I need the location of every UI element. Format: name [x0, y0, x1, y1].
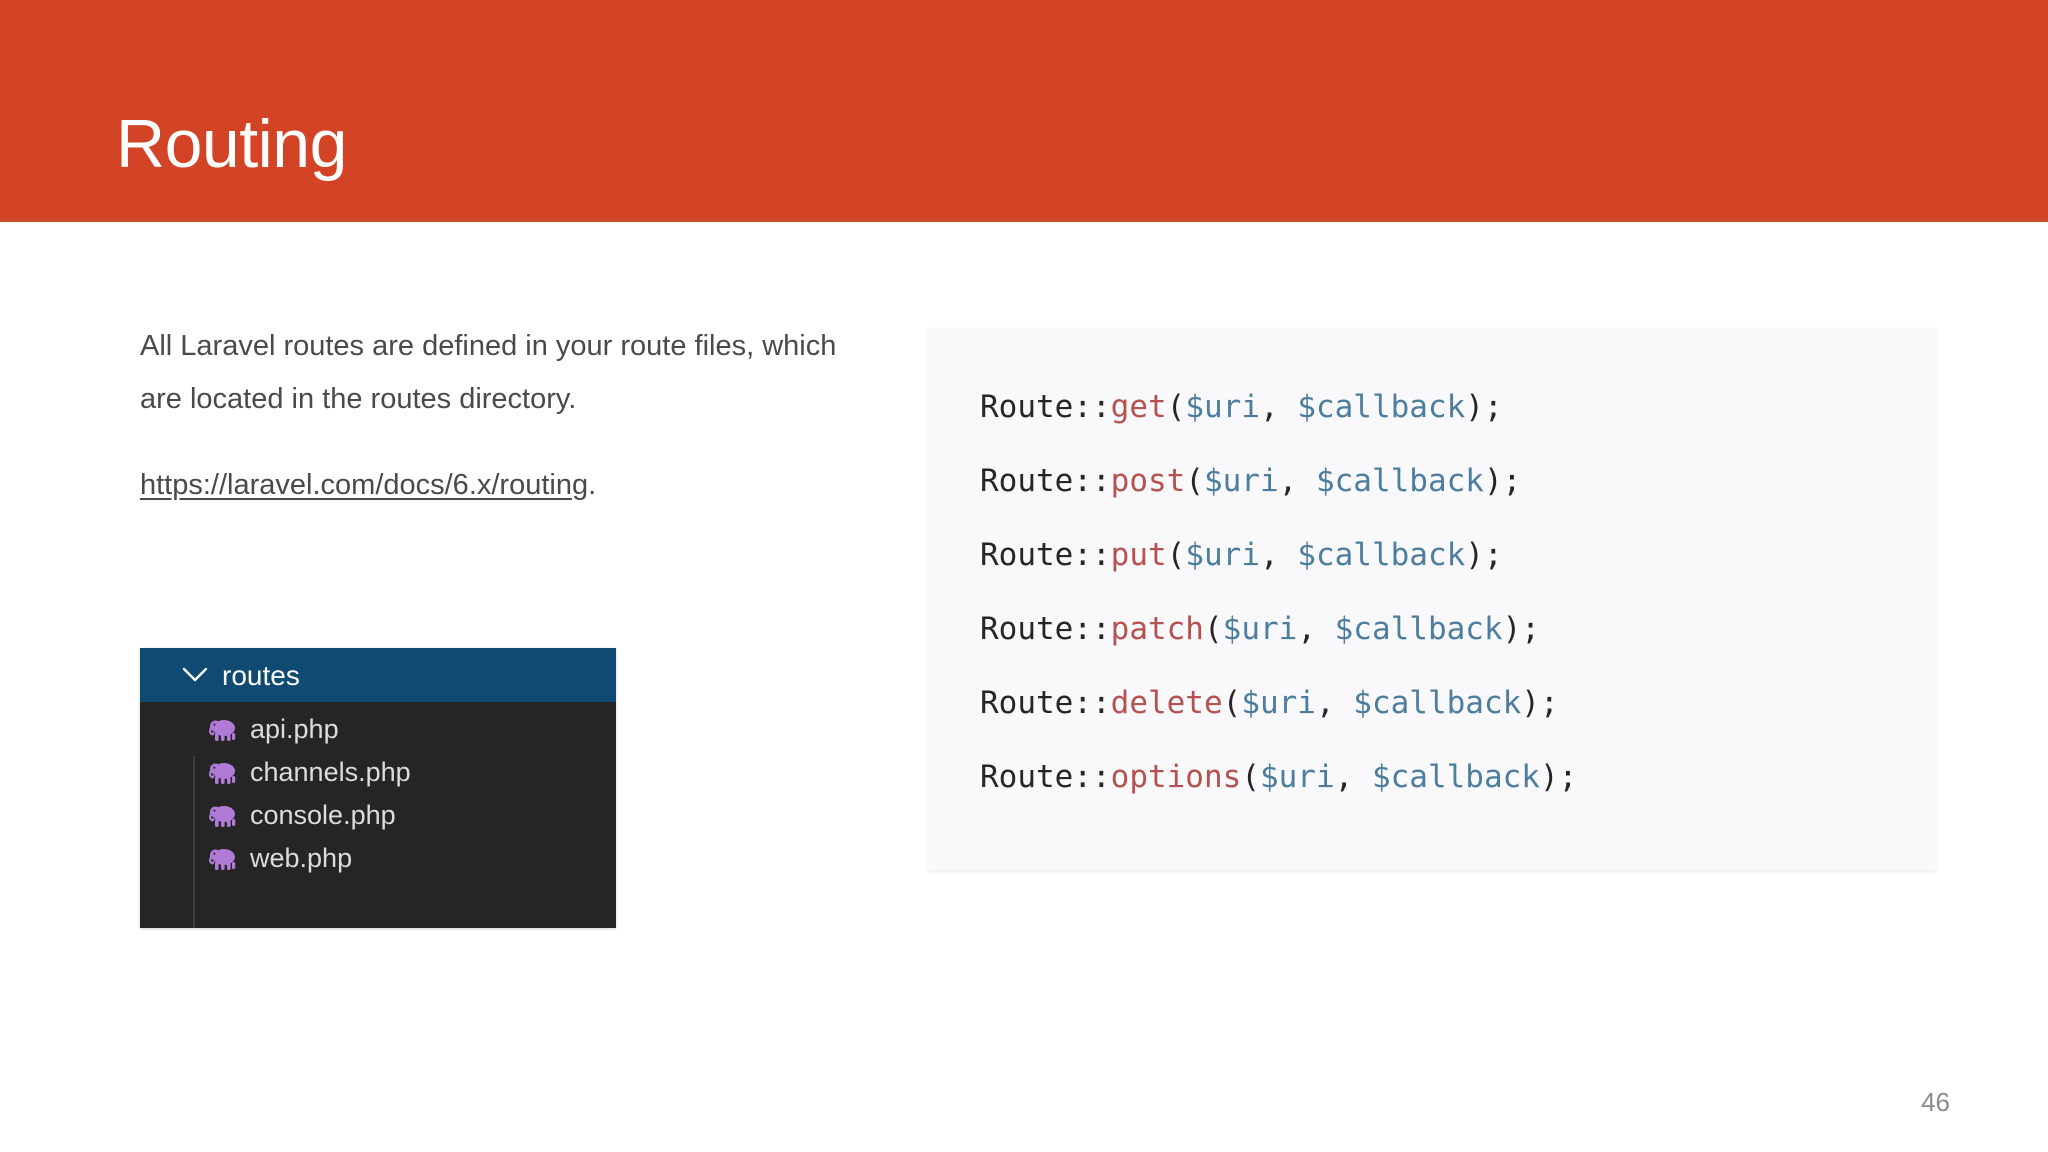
documentation-link-period: .	[588, 469, 597, 501]
documentation-link[interactable]: https://laravel.com/docs/6.x/routing	[140, 469, 589, 501]
code-token-arg2: $callback	[1315, 463, 1484, 499]
php-elephant-icon	[208, 845, 238, 873]
code-token-paren-close: );	[1521, 685, 1559, 721]
code-line: Route::options($uri, $callback);	[980, 740, 1577, 814]
code-token-separator: ,	[1297, 611, 1335, 647]
code-token-method: put	[1110, 537, 1167, 573]
code-token-separator: ,	[1259, 389, 1298, 425]
code-lines: Route::get($uri, $callback); Route::post…	[980, 370, 1577, 814]
code-line: Route::delete($uri, $callback);	[980, 666, 1577, 740]
code-line: Route::get($uri, $callback);	[980, 370, 1577, 444]
left-content-column: All Laravel routes are defined in your r…	[140, 320, 860, 501]
code-token-paren-open: (	[1241, 759, 1260, 795]
code-token-arg2: $callback	[1297, 389, 1466, 425]
code-block: Route::get($uri, $callback); Route::post…	[928, 328, 1936, 870]
code-token-class: Route::	[980, 389, 1111, 425]
code-token-class: Route::	[980, 759, 1111, 795]
code-token-method: patch	[1110, 611, 1204, 647]
tree-file-label: console.php	[250, 800, 396, 830]
code-token-method: get	[1110, 389, 1167, 425]
banner-bottom-edge	[0, 218, 2048, 222]
code-token-separator: ,	[1334, 759, 1372, 795]
code-token-method: options	[1110, 759, 1242, 795]
tree-file-row[interactable]: channels.php	[140, 751, 616, 794]
chevron-down-icon[interactable]	[182, 665, 208, 685]
tree-file-label: channels.php	[250, 757, 411, 787]
title-banner: Routing	[0, 0, 2048, 222]
code-token-separator: ,	[1259, 537, 1298, 573]
tree-indent-guide	[193, 756, 195, 928]
code-token-arg2: $callback	[1297, 537, 1466, 573]
php-elephant-icon	[208, 802, 238, 830]
tree-file-row[interactable]: api.php	[140, 708, 616, 751]
tree-file-label: api.php	[250, 714, 339, 744]
code-token-method: post	[1110, 463, 1186, 499]
code-token-paren-close: );	[1483, 463, 1522, 499]
code-token-paren-close: );	[1465, 537, 1503, 573]
code-token-arg1: $uri	[1241, 685, 1316, 721]
php-elephant-icon	[208, 716, 238, 744]
code-token-paren-close: );	[1539, 759, 1578, 795]
code-line: Route::patch($uri, $callback);	[980, 592, 1577, 666]
code-line: Route::post($uri, $callback);	[980, 444, 1577, 518]
code-token-class: Route::	[980, 611, 1111, 647]
code-token-paren-open: (	[1222, 685, 1242, 721]
code-token-arg2: $callback	[1371, 759, 1540, 795]
code-token-arg1: $uri	[1185, 537, 1260, 573]
page-number: 46	[1921, 1087, 1950, 1117]
body-paragraph: All Laravel routes are defined in your r…	[140, 330, 837, 415]
code-token-paren-open: (	[1166, 389, 1186, 425]
tree-folder-routes[interactable]: routes	[140, 648, 616, 702]
documentation-link-row: https://laravel.com/docs/6.x/routing.	[140, 465, 596, 505]
tree-file-label: web.php	[250, 843, 353, 873]
code-token-arg2: $callback	[1334, 611, 1503, 647]
code-token-class: Route::	[980, 463, 1111, 499]
code-token-paren-open: (	[1185, 463, 1204, 499]
code-token-method: delete	[1110, 685, 1223, 721]
code-token-separator: ,	[1278, 463, 1316, 499]
code-token-class: Route::	[980, 537, 1111, 573]
code-line: Route::put($uri, $callback);	[980, 518, 1577, 592]
code-token-separator: ,	[1315, 685, 1354, 721]
code-token-paren-open: (	[1166, 537, 1186, 573]
code-token-paren-close: );	[1465, 389, 1503, 425]
code-token-class: Route::	[980, 685, 1111, 721]
code-token-arg1: $uri	[1203, 463, 1279, 499]
code-token-paren-open: (	[1203, 611, 1223, 647]
code-token-arg1: $uri	[1185, 389, 1260, 425]
tree-file-list: api.php channels.php	[140, 702, 616, 928]
tree-file-row[interactable]: web.php	[140, 837, 616, 880]
php-elephant-icon	[208, 759, 238, 787]
code-token-arg1: $uri	[1259, 759, 1335, 795]
tree-file-row[interactable]: console.php	[140, 794, 616, 837]
tree-folder-label: routes	[222, 660, 300, 691]
code-token-arg2: $callback	[1353, 685, 1522, 721]
page-title: Routing	[116, 106, 347, 182]
code-token-paren-close: );	[1502, 611, 1540, 647]
file-tree-panel: routes api.php	[140, 648, 616, 928]
code-token-arg1: $uri	[1222, 611, 1298, 647]
